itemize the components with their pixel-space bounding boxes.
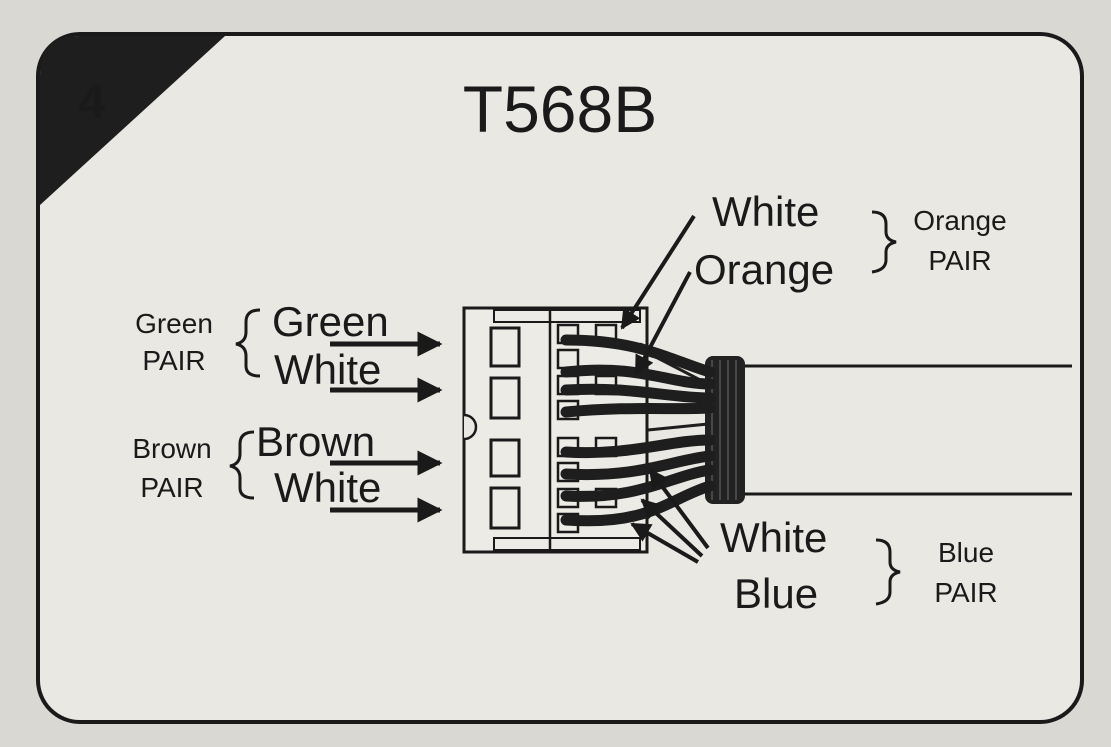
blue-wire-label: Blue: [734, 570, 818, 617]
curly-brace-icon: [235, 308, 261, 378]
curly-brace-icon: [229, 430, 255, 500]
arrow-icon: [630, 522, 699, 564]
green-wire-label: Green: [272, 298, 389, 345]
green-white-wire-label: White: [274, 346, 381, 393]
blue-pair-label-group: White Blue Blue PAIR: [630, 468, 998, 617]
blue-pair-label-line1: Blue: [938, 537, 994, 568]
brown-white-wire-label: White: [274, 464, 381, 511]
orange-white-wire-label: White: [712, 188, 819, 235]
diagram-title: T568B: [463, 72, 657, 146]
arrow-icon: [620, 214, 696, 330]
brown-pair-label-line1: Brown: [132, 433, 211, 464]
cable: [705, 356, 1072, 504]
orange-pair-label-group: White Orange Orange PAIR: [620, 188, 1007, 376]
contact-slots-left: [489, 326, 521, 530]
green-pair-label-line1: Green: [135, 308, 213, 339]
brown-pair-label-line2: PAIR: [140, 472, 203, 503]
arrow-icon: [648, 468, 710, 550]
orange-wire-label: Orange: [694, 246, 834, 293]
blue-white-wire-label: White: [720, 514, 827, 561]
arrow-icon: [640, 498, 704, 558]
green-pair-label-group: Green PAIR Green White: [135, 298, 443, 403]
orange-pair-label-line2: PAIR: [928, 245, 991, 276]
arrow-icon: [634, 271, 692, 376]
orange-pair-label-line1: Orange: [913, 205, 1006, 236]
step-badge: [40, 36, 225, 205]
blue-pair-label-line2: PAIR: [934, 577, 997, 608]
curly-brace-icon: [871, 210, 897, 274]
cable-jacket-end: [705, 356, 745, 504]
green-pair-label-line2: PAIR: [142, 345, 205, 376]
brown-wire-label: Brown: [256, 418, 375, 465]
brown-pair-label-group: Brown PAIR Brown White: [132, 418, 443, 523]
curly-brace-icon: [875, 538, 901, 606]
step-number: 4: [79, 76, 106, 129]
